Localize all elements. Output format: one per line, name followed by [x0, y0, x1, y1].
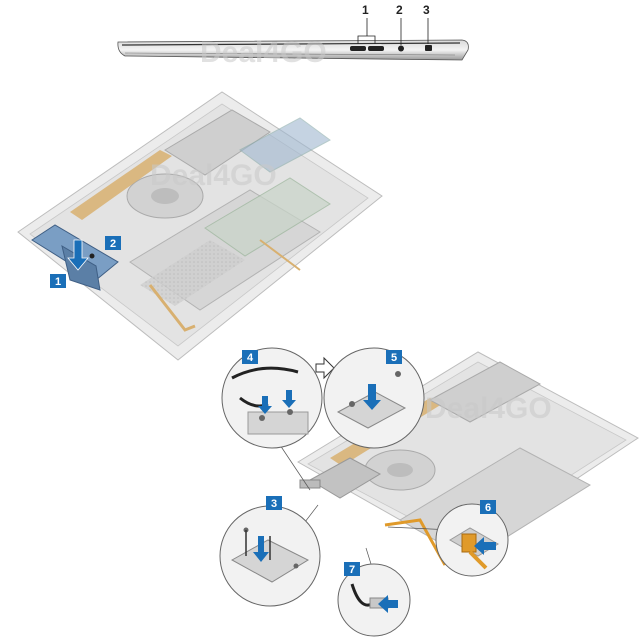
- port-number-2: 2: [396, 3, 403, 17]
- svg-text:5: 5: [391, 352, 397, 364]
- watermark-top: Deal4GO: [200, 36, 327, 69]
- callout-6: 6: [480, 500, 496, 514]
- laptop-side-view: 1 2 3: [117, 3, 469, 61]
- zoom-circle-4: [221, 347, 323, 449]
- svg-text:3: 3: [271, 498, 277, 510]
- zoom-circle-7: [337, 563, 411, 637]
- audio-jack: [398, 45, 404, 52]
- usb-c-port-2: [368, 46, 384, 51]
- heat-pipe: [70, 150, 172, 220]
- arrow-down-icon: [253, 536, 269, 562]
- arrow-down-icon: [282, 390, 296, 408]
- svg-text:1: 1: [55, 276, 61, 288]
- heat-sink: [164, 109, 271, 176]
- svg-text:4: 4: [247, 352, 254, 364]
- port-number-1: 1: [362, 3, 369, 17]
- callout-4: 4: [242, 350, 258, 364]
- svg-text:7: 7: [349, 564, 355, 576]
- lock-slot: [425, 45, 432, 51]
- callout-2: 2: [105, 236, 121, 250]
- callout-3: 3: [266, 496, 282, 510]
- arrow-left-icon: [474, 537, 496, 555]
- watermark-middle: Deal4GO: [150, 159, 277, 192]
- arrow-down-icon: [67, 239, 89, 271]
- zoom-circle-5: [323, 347, 425, 449]
- callout-5: 5: [386, 350, 402, 364]
- usb-c-port-1: [350, 46, 366, 51]
- zoom-circle-3: [219, 505, 321, 607]
- watermark-bottom: Deal4GO: [425, 392, 552, 425]
- next-arrow-icon: [315, 356, 335, 380]
- zoom-circle-6: [435, 503, 509, 577]
- svg-text:6: 6: [485, 502, 491, 514]
- arrow-down-icon: [258, 396, 272, 414]
- port-number-3: 3: [423, 3, 430, 17]
- arrow-left-icon: [378, 595, 398, 613]
- callout-1: 1: [50, 274, 66, 288]
- callout-7: 7: [344, 562, 360, 576]
- flex-cable: [384, 518, 447, 566]
- arrow-down-icon: [363, 384, 381, 410]
- svg-text:2: 2: [110, 238, 116, 250]
- laptop-base-main: [17, 91, 383, 361]
